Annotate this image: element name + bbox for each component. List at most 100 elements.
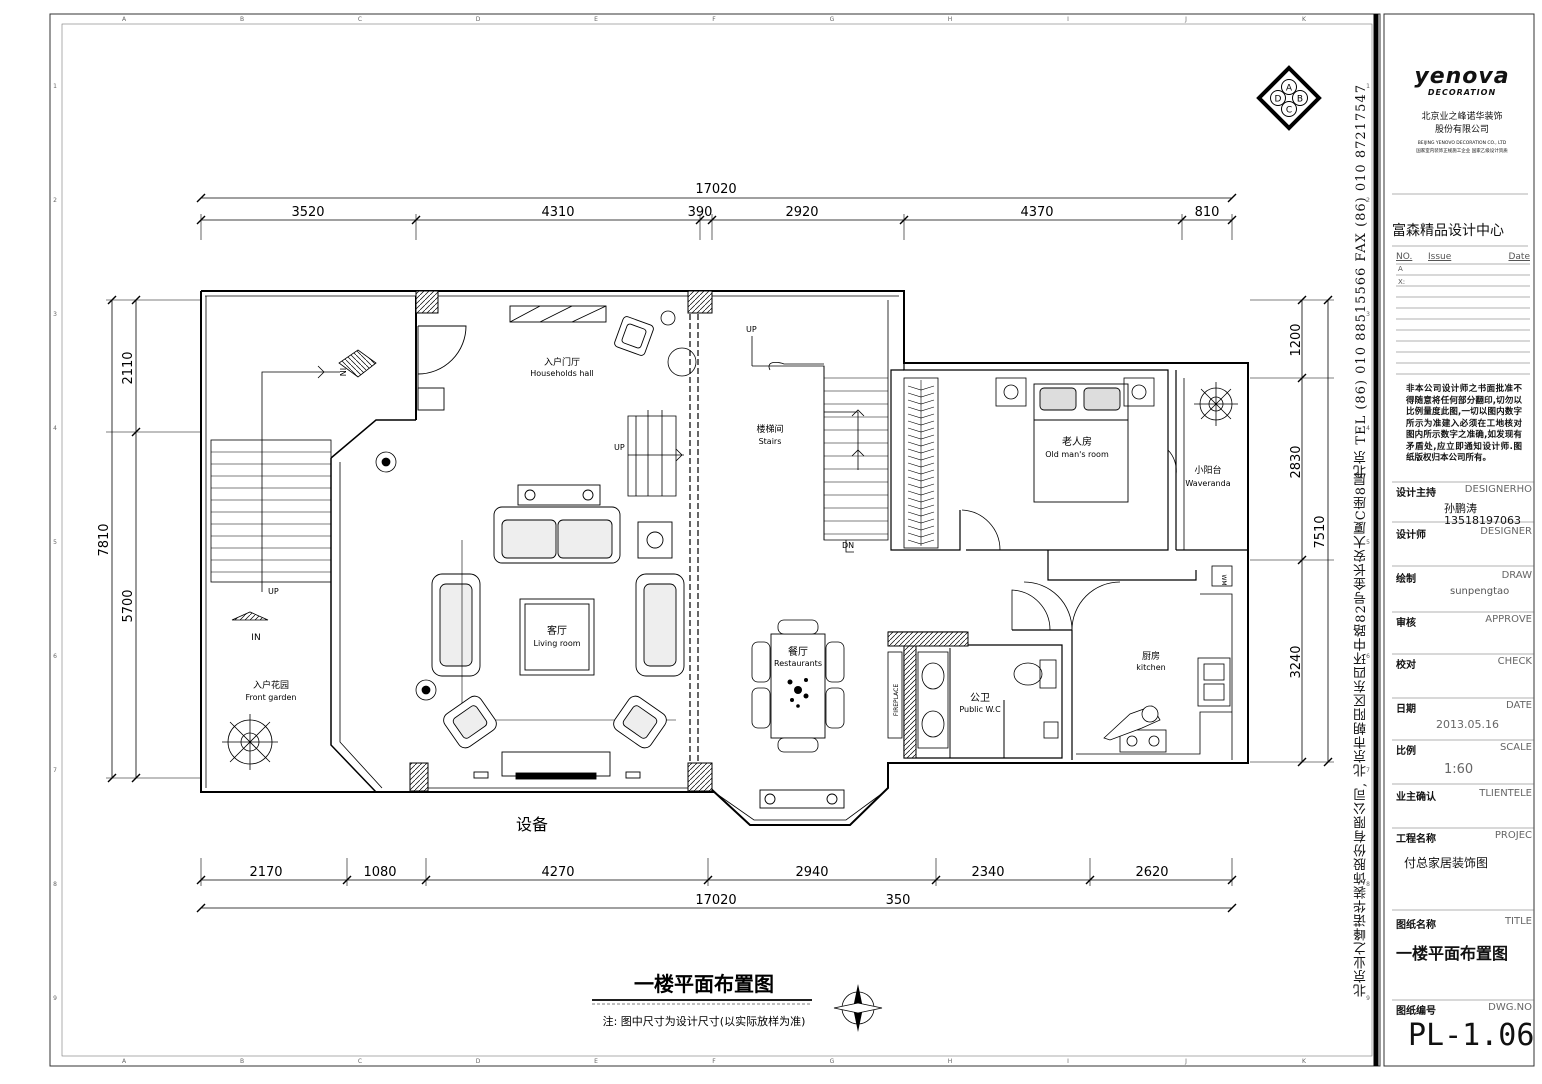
in-label-top: IN: [338, 368, 347, 376]
drawing-note: 注: 图中尺寸为设计尺寸(以实际放样为准): [603, 1014, 806, 1028]
dimension-text-bottom: 2620: [1135, 865, 1168, 880]
grid-col-label-top: K: [1302, 16, 1307, 23]
dimension-text-bottom-total: 17020: [695, 893, 736, 908]
dimension-text-top-total: 17020: [695, 182, 736, 197]
grid-row-label-right: 3: [1366, 311, 1370, 318]
nightstand-right: [1123, 377, 1155, 407]
main-staircase: [752, 300, 889, 541]
room-hall-en: Households hall: [530, 369, 593, 378]
main-stair-steps: [824, 377, 888, 535]
dimension-tick: [1227, 193, 1237, 203]
grid-col-label-top: C: [358, 16, 362, 23]
row-value: sunpengtao: [1450, 586, 1510, 597]
side-table: [637, 521, 673, 559]
in-arrow-bottom: [231, 611, 269, 621]
wc-toilet: [1013, 659, 1057, 689]
plant-hall: [375, 451, 397, 473]
grid-col-label-bottom: B: [240, 1058, 244, 1065]
room-wc-en: Public W.C: [959, 705, 1001, 714]
row-label-cn: 校对: [1396, 660, 1416, 671]
copyright-notice: 非本公司设计师之书面批准不得随意将任何部分翻印,切勿以比例量度此图,一切以图内数…: [1406, 384, 1522, 463]
plant-garden: [222, 714, 278, 770]
compass-letter-b: B: [1297, 95, 1303, 105]
up-label-garden: UP: [268, 587, 279, 596]
grid-row-label-right: 6: [1366, 653, 1370, 660]
room-oldman-en: Old man's room: [1045, 450, 1109, 459]
company-logo: yenova DECORATION 北京业之峰诺华装饰 股份有限公司 BEIJI…: [1396, 64, 1528, 155]
title-block-frame: [1383, 13, 1535, 1067]
kitchen-counter: [1076, 593, 1233, 760]
room-garden-en: Front garden: [246, 693, 297, 702]
grid-row-label-right: 5: [1366, 539, 1370, 546]
grid-row-label-right: 2: [1366, 197, 1370, 204]
kitchen-person: [1103, 705, 1161, 741]
armchair-left: [443, 695, 497, 749]
grid-col-label-top: E: [594, 16, 598, 23]
garden-staircase: [210, 439, 332, 583]
room-hall-cn: 入户门厅: [544, 356, 580, 368]
compass-letter-d: D: [1275, 95, 1282, 105]
hall-steps: [627, 410, 684, 497]
row-label-en: CHECK: [1497, 656, 1532, 667]
sofa-left: [431, 573, 481, 677]
stair-arrows: [751, 336, 865, 553]
dimension-tick: [1227, 903, 1237, 913]
grid-col-label-bottom: J: [1184, 1058, 1187, 1065]
compass-letter-c: C: [1286, 106, 1292, 116]
plant-living: [415, 679, 437, 701]
row-label-en: SCALE: [1499, 742, 1532, 753]
grid-col-label-top: B: [240, 16, 244, 23]
room-stairs-en: Stairs: [759, 437, 782, 446]
hall-armchair: [614, 316, 654, 356]
dn-label-stairs: DN: [842, 541, 854, 550]
grid-col-label-bottom: F: [712, 1058, 716, 1065]
row-label-en: APPROVE: [1485, 614, 1532, 625]
company-name-cn-2: 股份有限公司: [1434, 125, 1489, 135]
grid-col-label-top: A: [122, 16, 127, 23]
grid-col-label-bottom: D: [476, 1058, 481, 1065]
row-label-cn: 绘制: [1396, 574, 1416, 585]
row-label-en: PROJEC: [1494, 830, 1532, 841]
dining-chairs: [751, 619, 845, 753]
dimension-text-top: 390: [688, 205, 713, 220]
dimension-text-bottom: 2340: [971, 865, 1004, 880]
room-kitchen-cn: 厨房: [1142, 650, 1160, 662]
grid-frame: [61, 23, 1373, 1057]
dimension-text-left: 2110: [121, 351, 136, 384]
logo-subtext: DECORATION: [1427, 88, 1497, 97]
grid-col-label-bottom: G: [830, 1058, 835, 1065]
dimension-text-bottom: 4270: [541, 865, 574, 880]
grid-row-label-left: 1: [53, 83, 57, 90]
row-value: PL-1.06: [1408, 1018, 1535, 1053]
row-label-en: TITLE: [1504, 916, 1532, 927]
row-label-cn: 设计主持: [1396, 488, 1436, 499]
grid-row-label-left: 3: [53, 311, 57, 318]
dimension-text-right: 1200: [1289, 323, 1304, 356]
dimension-text-bottom-extra: 350: [886, 893, 911, 908]
grid-row-label-left: 2: [53, 197, 57, 204]
bedroom-door: [961, 509, 1001, 551]
room-veranda-cn: 小阳台: [1194, 464, 1221, 476]
room-kitchen-en: kitchen: [1136, 663, 1165, 672]
fireplace-dining: [887, 651, 903, 739]
equipment-label: 设备: [516, 815, 548, 834]
grid-col-label-top: D: [476, 16, 481, 23]
row-label-en: DATE: [1505, 700, 1532, 711]
armchair-right: [613, 695, 667, 749]
compass-letter-a: A: [1286, 84, 1293, 94]
logo-text: yenova: [1414, 64, 1510, 89]
grid-col-label-top: F: [712, 16, 716, 23]
grid-row-label-left: 5: [53, 539, 57, 546]
grid-col-label-top: I: [1067, 16, 1069, 23]
dimension-text-bottom: 2940: [795, 865, 828, 880]
grid-col-label-top: H: [948, 16, 953, 23]
room-wc-cn: 公卫: [970, 693, 990, 704]
hall-cabinet: [509, 305, 607, 323]
row-label-cn: 工程名称: [1396, 834, 1436, 845]
